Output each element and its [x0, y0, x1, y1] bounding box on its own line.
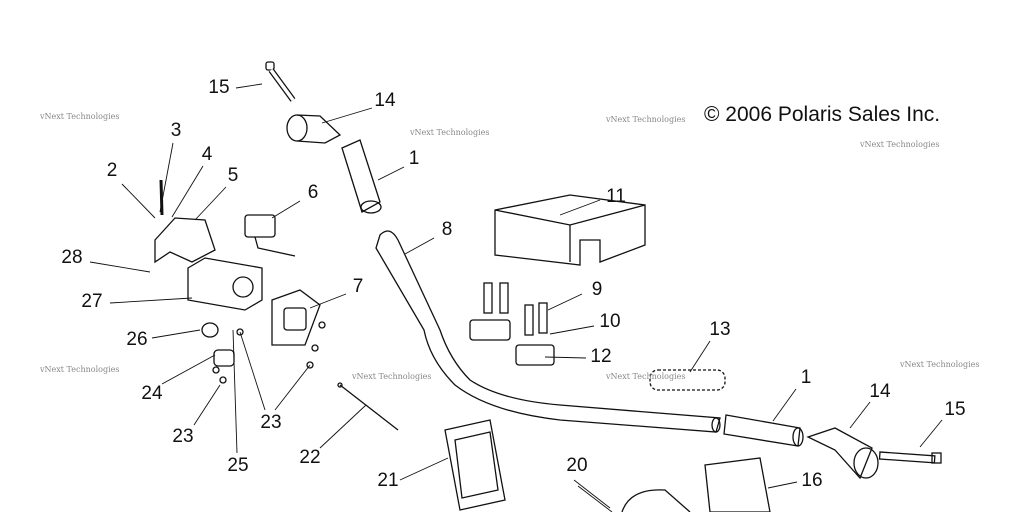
callout-6: 6: [307, 182, 319, 203]
callout-25: 25: [227, 455, 249, 476]
callout-9: 9: [591, 279, 603, 300]
callout-11: 11: [606, 186, 626, 207]
callout-20: 20: [566, 455, 588, 476]
pin-15-left: [265, 61, 296, 102]
callout-3: 3: [170, 120, 182, 141]
callout-14: 14: [374, 90, 396, 111]
leader-lines: [89, 83, 943, 512]
callout-22: 22: [299, 447, 321, 468]
callout-15: 15: [944, 399, 966, 420]
grip-1-right: [723, 414, 804, 447]
watermark: vNext Technologies: [606, 372, 686, 381]
callout-23: 23: [260, 412, 282, 433]
grip-1-left: [341, 139, 382, 214]
callout-10: 10: [599, 311, 621, 332]
bolts-9: [483, 282, 548, 336]
cap-26: [201, 322, 219, 338]
callout-5: 5: [227, 165, 239, 186]
screws-23: [212, 321, 326, 384]
callout-15: 15: [208, 77, 230, 98]
housing-16: [704, 457, 771, 512]
callout-24: 24: [141, 383, 163, 404]
callout-12: 12: [590, 346, 612, 367]
callout-21: 21: [377, 470, 399, 491]
callout-2: 2: [106, 160, 118, 181]
callout-28: 28: [61, 247, 83, 268]
cable-22: [337, 382, 399, 431]
callout-16: 16: [801, 470, 823, 491]
clamps-12: [469, 319, 555, 366]
plate-24: [213, 349, 235, 367]
end-cap-14-left: [286, 114, 342, 144]
grip-13: [649, 369, 726, 391]
callout-23: 23: [172, 426, 194, 447]
callout-13: 13: [709, 319, 731, 340]
end-cap-14-right: [806, 427, 879, 480]
clip-21: [444, 419, 506, 511]
watermark: vNext Technologies: [900, 360, 980, 369]
watermark: vNext Technologies: [352, 372, 432, 381]
throttle-20: [621, 489, 691, 512]
cover-7: [271, 289, 321, 346]
watermark: vNext Technologies: [40, 112, 120, 121]
switch-6: [244, 214, 296, 257]
callout-1: 1: [800, 367, 812, 388]
callout-27: 27: [81, 291, 103, 312]
watermark: vNext Technologies: [860, 140, 940, 149]
pin-15-right: [878, 451, 942, 464]
watermark: vNext Technologies: [606, 115, 686, 124]
callout-4: 4: [201, 144, 213, 165]
callout-1: 1: [408, 148, 420, 169]
handlebar-8: [375, 230, 721, 433]
callout-8: 8: [441, 219, 453, 240]
copyright-notice: © 2006 Polaris Sales Inc.: [704, 103, 941, 126]
housing-27: [187, 257, 263, 311]
watermark: vNext Technologies: [410, 128, 490, 137]
callout-14: 14: [869, 381, 891, 402]
pad-11: [494, 194, 646, 266]
bolt-3: [159, 179, 164, 216]
bracket-5: [154, 217, 216, 264]
callout-26: 26: [126, 329, 148, 350]
callout-7: 7: [352, 276, 364, 297]
watermark: vNext Technologies: [40, 365, 120, 374]
